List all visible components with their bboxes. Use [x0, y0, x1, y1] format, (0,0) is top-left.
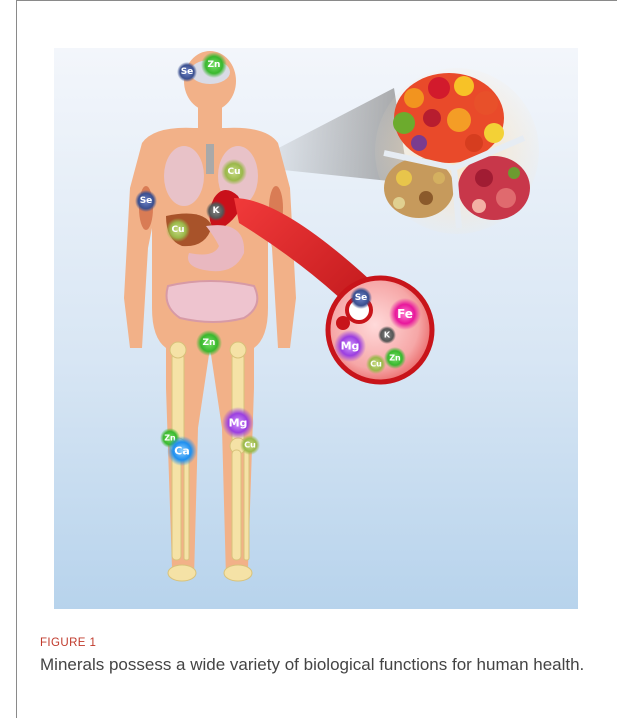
- mineral-label: Zn: [389, 354, 401, 363]
- mineral-label: Cu: [370, 360, 382, 369]
- mineral-label: K: [384, 331, 391, 340]
- mineral-marker-heart-k: K: [206, 201, 226, 221]
- human-body-silhouette: [124, 51, 296, 581]
- figure-illustration: Se Zn Se Cu K Cu Zn Mg Cu Zn Ca Se Fe Mg…: [54, 48, 578, 609]
- mineral-marker-vessel-zn: Zn: [384, 347, 406, 369]
- mineral-marker-hip-zn: Zn: [196, 330, 222, 356]
- mineral-label: Zn: [203, 338, 216, 348]
- mineral-label: Cu: [227, 167, 240, 177]
- mineral-marker-vessel-fe: Fe: [389, 298, 421, 330]
- mineral-label: Se: [181, 67, 194, 77]
- red-blood-cell-small: [336, 316, 350, 330]
- mineral-label: Fe: [397, 307, 413, 321]
- mineral-marker-knee-mg: Mg: [222, 407, 254, 439]
- mineral-marker-thigh-ca: Ca: [167, 436, 197, 466]
- mineral-marker-vessel-mg: Mg: [334, 330, 366, 362]
- figure-label: FIGURE 1: [40, 637, 96, 649]
- mineral-marker-vessel-cu: Cu: [366, 354, 386, 374]
- mineral-label: K: [213, 206, 221, 216]
- mineral-marker-brain-se: Se: [177, 62, 197, 82]
- mineral-label: Se: [140, 196, 153, 206]
- mineral-label: Zn: [208, 60, 221, 70]
- intestines-shape: [167, 281, 258, 322]
- mineral-marker-arm-se: Se: [135, 190, 157, 212]
- mineral-label: Mg: [341, 340, 360, 353]
- mineral-label: Ca: [174, 445, 190, 458]
- mineral-marker-knee-cu: Cu: [240, 435, 260, 455]
- mineral-label: Se: [355, 293, 368, 303]
- mineral-marker-brain-zn: Zn: [201, 52, 227, 78]
- mineral-marker-vessel-k: K: [378, 326, 396, 344]
- human-body-minerals-illustration: Se Zn Se Cu K Cu Zn Mg Cu Zn Ca Se Fe Mg…: [54, 48, 578, 609]
- figure-caption: Minerals possess a wide variety of biolo…: [40, 654, 600, 676]
- food-sources-illustration: [375, 68, 539, 234]
- mineral-label: Mg: [229, 417, 248, 430]
- mineral-marker-liver-cu: Cu: [166, 218, 190, 242]
- mineral-marker-vessel-se: Se: [350, 287, 372, 309]
- mineral-label: Cu: [171, 225, 184, 235]
- trachea: [206, 144, 214, 174]
- mineral-label: Cu: [244, 441, 256, 450]
- lung-left: [164, 146, 204, 206]
- mineral-marker-lung-cu: Cu: [221, 159, 247, 185]
